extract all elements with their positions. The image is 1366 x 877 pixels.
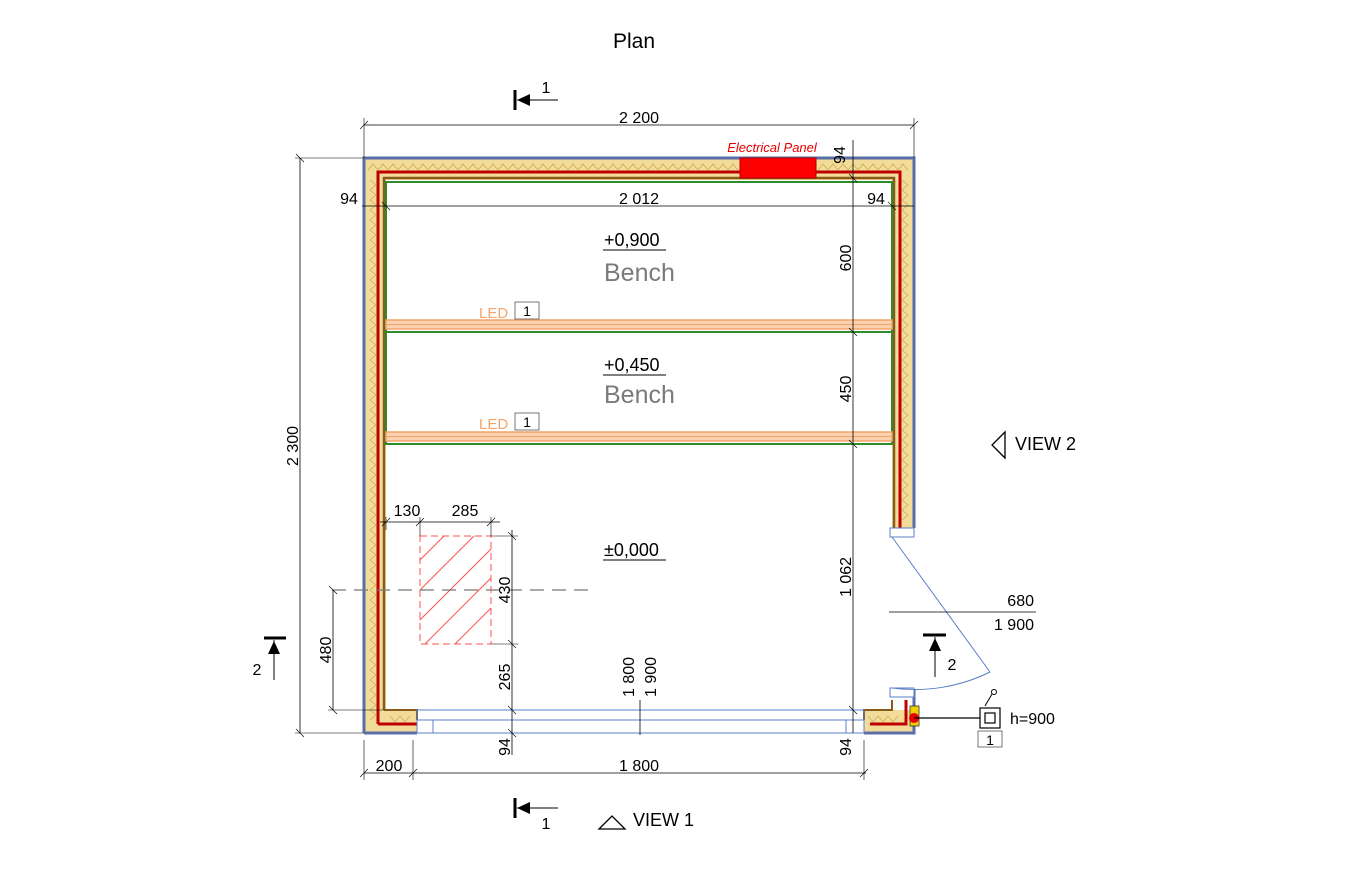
benches xyxy=(385,181,893,445)
wall-end-door-bottom xyxy=(889,687,915,698)
door-leaf xyxy=(891,536,991,673)
wall-red-liner xyxy=(376,170,902,724)
outer-wall-front-right xyxy=(864,690,916,735)
dim-overall-width: 2 200 xyxy=(619,110,659,127)
dim-front-left-return: 200 xyxy=(376,758,403,775)
dim-wall-right: 94 xyxy=(867,191,885,208)
dim-front-glass-width: 1 800 xyxy=(619,758,659,775)
led-tag-lower: 1 xyxy=(523,414,531,430)
section-1-bottom-label: 1 xyxy=(542,816,551,833)
front-glass xyxy=(416,709,865,734)
section-marker-2-right: 2 xyxy=(923,633,957,677)
control-unit: h=900 1 xyxy=(909,689,1055,748)
control-tag: 1 xyxy=(986,732,994,748)
dim-door-height: 1 900 xyxy=(994,617,1034,634)
section-marker-1-bottom: 1 xyxy=(513,798,558,833)
dim-overall-height: 2 300 xyxy=(285,426,302,466)
view-1-marker: VIEW 1 xyxy=(597,810,694,830)
wall-inner-panel xyxy=(382,176,896,710)
section-marker-2-left: 2 xyxy=(253,636,286,680)
wall-red-liner-front xyxy=(378,700,908,726)
walls xyxy=(362,156,916,735)
dim-door-width: 680 xyxy=(1007,593,1034,610)
dim-wall-top: 94 xyxy=(832,146,849,164)
heater-hatch xyxy=(419,535,492,645)
insulation-hatch xyxy=(367,163,909,723)
dim-heater-offset: 130 xyxy=(394,503,421,520)
dim-heater-from-front: 265 xyxy=(497,664,514,691)
led-label-upper: LED xyxy=(479,305,508,322)
door-swing-arc xyxy=(891,671,991,691)
dim-wall-left: 94 xyxy=(340,191,358,208)
view-1-triangle-icon xyxy=(597,815,627,830)
dim-heater-width: 285 xyxy=(452,503,479,520)
outer-wall-outline xyxy=(362,156,916,733)
dim-upper-bench-depth: 600 xyxy=(838,245,855,272)
dim-front-wall-left: 94 xyxy=(497,738,514,756)
level-upper: +0,900 xyxy=(604,230,660,250)
dim-heater-center-height: 480 xyxy=(318,637,335,664)
view-2-label: VIEW 2 xyxy=(1015,434,1076,454)
section-1-top-label: 1 xyxy=(542,80,551,97)
plan-title: Plan xyxy=(613,30,655,53)
electrical-panel xyxy=(739,157,817,179)
led-label-lower: LED xyxy=(479,416,508,433)
lower-bench-outline xyxy=(385,331,893,445)
view-2-triangle-icon xyxy=(991,430,1006,460)
electrical-panel-label: Electrical Panel xyxy=(727,140,818,155)
section-2-left-label: 2 xyxy=(253,662,262,679)
led-tag-box-upper xyxy=(514,301,540,320)
dim-lower-bench-depth: 450 xyxy=(838,376,855,403)
led-tag-box-lower xyxy=(514,412,540,431)
view-1-label: VIEW 1 xyxy=(633,810,694,830)
bench-label-lower: Bench xyxy=(604,381,675,409)
dim-heater-depth: 430 xyxy=(497,577,514,604)
bench-label-upper: Bench xyxy=(604,259,675,287)
heater xyxy=(419,535,492,645)
level-floor: ±0,000 xyxy=(604,540,659,560)
dim-front-glass-height-1: 1 800 xyxy=(621,657,638,697)
section-2-right-label: 2 xyxy=(948,657,957,674)
dim-floor-depth: 1 062 xyxy=(838,557,855,597)
dim-inner-width: 2 012 xyxy=(619,191,659,208)
dim-front-glass-height-2: 1 900 xyxy=(643,657,660,697)
view-2-marker: VIEW 2 xyxy=(991,430,1076,460)
door xyxy=(891,536,991,691)
wall-end-door-top xyxy=(889,527,915,538)
section-marker-1-top: 1 xyxy=(513,80,558,110)
control-height-label: h=900 xyxy=(1010,711,1055,728)
dim-front-wall-right: 94 xyxy=(838,738,855,756)
led-tag-upper: 1 xyxy=(523,303,531,319)
dimension-lines xyxy=(295,118,1036,780)
level-middle: +0,450 xyxy=(604,355,660,375)
